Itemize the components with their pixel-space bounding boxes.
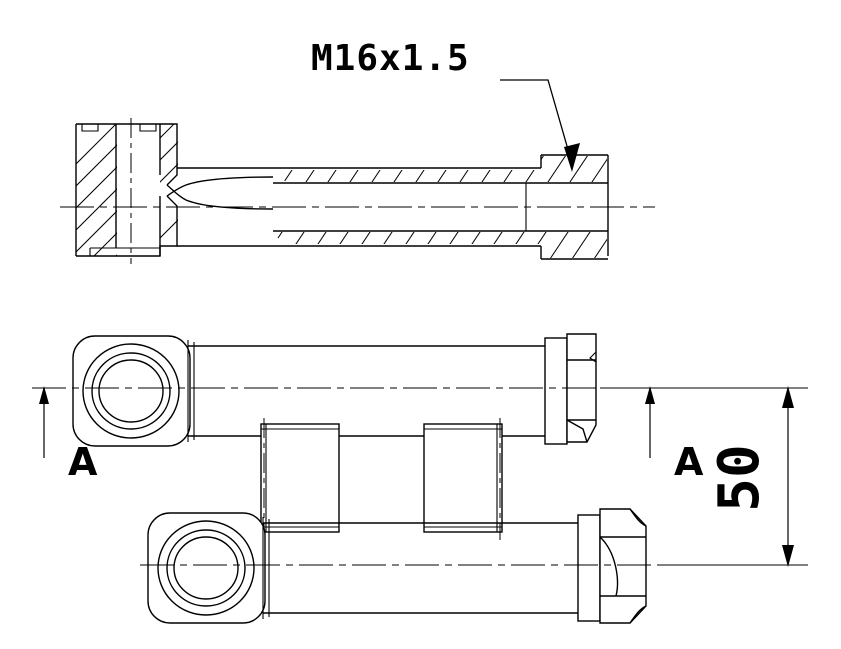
thread-callout-leader — [500, 79, 580, 172]
upper-eye-circle-mid — [91, 352, 171, 430]
lower-eye-circle-outer — [157, 520, 255, 616]
hatch-left-eye — [76, 124, 117, 256]
thread-callout-label: M16x1.5 — [311, 38, 470, 79]
section-arrow-left — [39, 386, 49, 404]
offset-dimension: 50 — [600, 386, 808, 567]
dim-arrow-bottom — [782, 545, 794, 567]
lower-hex-head — [577, 508, 647, 624]
section-marker-left: A — [39, 386, 98, 484]
section-view-a-a: M16x1.5 — [60, 38, 655, 264]
connector-blocks — [260, 418, 503, 540]
section-label-left: A — [68, 440, 98, 484]
connector-block-left — [260, 423, 340, 533]
dim-arrow-top — [782, 386, 794, 408]
plan-view-lower — [140, 508, 808, 624]
plan-view-upper — [32, 333, 808, 447]
section-label-right: A — [674, 440, 704, 484]
hatch-tube-wall-bottom — [274, 232, 607, 258]
lower-eye-circle-mid — [166, 529, 246, 607]
section-eye-outline — [75, 123, 274, 257]
hatch-mid-eye-upper — [160, 124, 178, 185]
upper-eye-circle-inner — [98, 359, 164, 423]
dim-value-50: 50 — [707, 444, 772, 511]
lower-shank — [262, 517, 578, 619]
connector-block-right — [423, 423, 503, 533]
upper-hex-head — [544, 333, 597, 445]
hatch-mid-eye-lower — [160, 196, 178, 240]
section-arrow-right — [645, 386, 655, 404]
leader-arrowhead — [564, 143, 580, 172]
upper-eye-circle-outer — [82, 343, 180, 439]
upper-eye-outline — [72, 335, 191, 447]
section-shank-outline — [177, 154, 609, 260]
lower-eye-circle-inner — [173, 536, 239, 600]
hatch-tube-wall-top — [273, 156, 607, 182]
section-marker-right: A — [645, 386, 704, 484]
lower-eye-outline — [147, 512, 266, 624]
